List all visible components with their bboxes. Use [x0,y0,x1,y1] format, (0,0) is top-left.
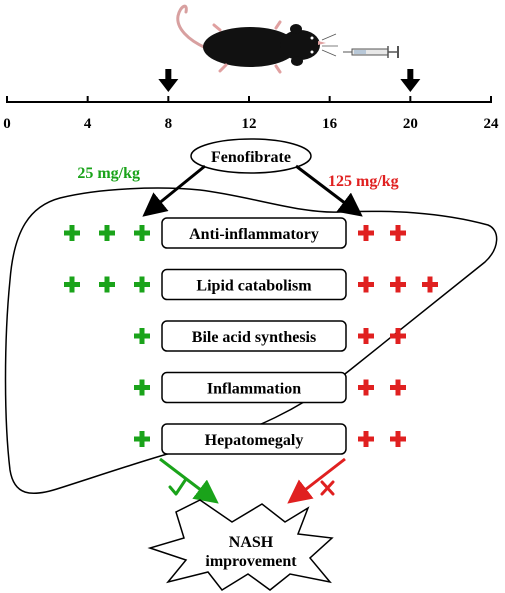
plus-icon [390,431,406,447]
week-down-arrow-icon [158,79,179,92]
effect-box [161,423,347,455]
timeline-tick-label: 16 [322,116,338,132]
nash-starburst [147,499,334,591]
plus-icon [64,276,80,293]
plus-icon [134,379,150,396]
plus-icon [134,431,150,447]
plus-icon [358,225,374,241]
effect-label: Hepatomegaly [205,432,304,449]
low-dose-arrow [142,164,206,217]
plus-icon [134,276,150,293]
effect-label: Inflammation [207,381,301,398]
week-arrow-shaft [165,69,172,81]
plus-icon [358,276,374,293]
fenofibrate-label: Fenofibrate [211,149,291,166]
effect-label: Bile acid synthesis [192,329,316,346]
plus-icon [99,276,115,293]
effect-box [161,268,347,301]
plus-icon [358,431,374,447]
plus-icon [358,328,374,344]
plus-icon [390,276,406,293]
timeline: 0 4 8 12 16 20 24 [3,69,499,132]
plus-icon [134,225,150,241]
fenofibrate-node [190,138,312,174]
timeline-tick-label: 12 [242,116,257,132]
effect-box [161,320,347,352]
syringe-icon [343,46,399,58]
plus-icon [134,328,150,344]
timeline-tick-label: 4 [84,116,92,132]
plus-icon [390,328,406,344]
high-dose-arrow [295,164,363,217]
outcome-line2: improvement [205,553,297,570]
week-down-arrow-icon [400,79,421,92]
effect-label: Anti-inflammatory [189,226,319,243]
plus-icon [422,276,438,293]
timeline-tick-label: 0 [3,116,11,132]
high-dose-outcome-arrow [287,457,346,504]
mouse-icon [176,4,338,74]
cross-icon [320,480,335,496]
high-dose-label: 125 mg/kg [328,173,399,190]
plus-icon [390,225,406,241]
effect-box [161,371,347,404]
effect-box [161,217,347,249]
plus-icon [64,225,80,241]
timeline-tick-label: 8 [165,116,173,132]
plus-icon [358,379,374,396]
week-arrow-shaft [407,69,414,81]
timeline-tick-label: 20 [403,116,418,132]
check-icon [168,477,188,496]
plus-icon [390,379,406,396]
timeline-tick-label: 24 [484,116,500,132]
low-dose-label: 25 mg/kg [77,165,140,182]
plus-icon [99,225,115,241]
outcome-line1: NASH [229,534,274,551]
effect-label: Lipid catabolism [196,278,312,295]
